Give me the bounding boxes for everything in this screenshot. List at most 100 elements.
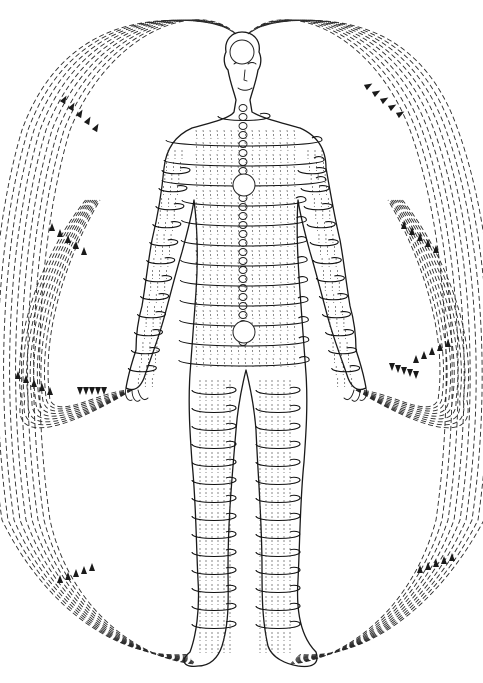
heart-energy-center — [233, 174, 255, 196]
left-leg-band — [192, 477, 236, 484]
hatch-stroke — [287, 262, 288, 271]
hatch-stroke — [266, 286, 267, 295]
hatch-stroke — [224, 322, 225, 331]
human-figure — [125, 32, 366, 666]
hatch-stroke — [252, 154, 253, 163]
hatch-stroke — [259, 130, 260, 139]
flow-arrow-icon — [31, 379, 37, 387]
spine-link — [239, 294, 247, 301]
body-hatching — [138, 130, 351, 653]
hatch-stroke — [287, 322, 288, 331]
hatch-stroke — [280, 298, 281, 307]
torso-band — [166, 137, 322, 146]
hatch-stroke — [203, 262, 204, 271]
spine-link — [239, 249, 247, 256]
hatch-stroke — [210, 310, 211, 319]
hatch-stroke — [252, 250, 253, 259]
hatch-stroke — [224, 166, 225, 175]
right-arm-band — [319, 294, 347, 300]
hatch-stroke — [217, 226, 218, 235]
hatch-stroke — [245, 346, 246, 355]
hatch-stroke — [280, 142, 281, 151]
hatch-stroke — [287, 226, 288, 235]
hatch-stroke — [231, 286, 232, 295]
hatch-stroke — [196, 142, 197, 151]
hatch-stroke — [280, 226, 281, 235]
flow-arrow-icon — [60, 94, 69, 104]
crown-energy-center — [230, 40, 254, 64]
flow-arrow-icon — [89, 563, 95, 571]
body-outline — [126, 32, 366, 666]
field-line-right-outer — [250, 20, 452, 663]
hatch-stroke — [203, 286, 204, 295]
hatch-stroke — [273, 166, 274, 175]
flow-arrow-icon — [388, 102, 398, 111]
hatch-stroke — [203, 310, 204, 319]
hatch-stroke — [259, 214, 260, 223]
flow-arrow-icon — [449, 553, 455, 561]
flow-arrow-icon — [413, 371, 419, 379]
field-line-left-hand — [44, 200, 132, 409]
hatch-stroke — [231, 154, 232, 163]
hatch-stroke — [217, 166, 218, 175]
hatch-stroke — [287, 334, 288, 343]
hatch-stroke — [224, 154, 225, 163]
flow-arrow-icon — [380, 95, 390, 104]
hatch-stroke — [266, 214, 267, 223]
hatch-stroke — [266, 142, 267, 151]
hatch-stroke — [266, 262, 267, 271]
hatch-stroke — [224, 130, 225, 139]
hatch-stroke — [210, 346, 211, 355]
hatch-stroke — [252, 166, 253, 175]
left-leg-band — [192, 423, 236, 430]
hatch-stroke — [287, 250, 288, 259]
hatch-stroke — [196, 166, 197, 175]
hatch-stroke — [259, 274, 260, 283]
left-leg-band — [192, 459, 236, 466]
flow-arrow-icon — [81, 247, 87, 255]
hatch-stroke — [224, 346, 225, 355]
field-line-left-outer — [22, 20, 231, 660]
hatch-stroke — [287, 142, 288, 151]
flow-arrow-icon — [395, 365, 401, 373]
hatch-stroke — [203, 166, 204, 175]
spine-link — [239, 258, 247, 265]
hatch-stroke — [252, 286, 253, 295]
hatch-stroke — [273, 154, 274, 163]
hatch-stroke — [273, 142, 274, 151]
hatch-stroke — [217, 346, 218, 355]
hatch-stroke — [203, 154, 204, 163]
spine-link — [239, 213, 247, 220]
hatch-stroke — [196, 202, 197, 211]
hatch-stroke — [287, 274, 288, 283]
hatch-stroke — [266, 166, 267, 175]
hatch-stroke — [294, 334, 295, 343]
hatch-stroke — [196, 178, 197, 187]
field-line-right-outer — [253, 20, 464, 660]
hatch-stroke — [231, 166, 232, 175]
face-features — [234, 63, 256, 91]
flow-arrow-icon — [407, 369, 413, 377]
hatch-stroke — [266, 310, 267, 319]
flow-arrow-icon — [364, 81, 374, 90]
spine-link — [239, 222, 247, 229]
hatch-stroke — [280, 334, 281, 343]
hatch-stroke — [273, 334, 274, 343]
hatch-stroke — [287, 166, 288, 175]
flow-arrow-icon — [413, 355, 419, 363]
hatch-stroke — [280, 286, 281, 295]
right-arm-band — [313, 258, 341, 264]
hatch-stroke — [287, 130, 288, 139]
hatch-stroke — [273, 310, 274, 319]
hatch-stroke — [280, 166, 281, 175]
hatch-stroke — [203, 358, 204, 367]
field-line-left-hand — [37, 200, 132, 414]
spine-link — [239, 150, 247, 157]
hatch-stroke — [217, 262, 218, 271]
hatch-stroke — [217, 250, 218, 259]
flow-arrow-icon — [389, 363, 395, 371]
hatch-stroke — [210, 130, 211, 139]
hatch-stroke — [196, 298, 197, 307]
hatch-stroke — [259, 250, 260, 259]
